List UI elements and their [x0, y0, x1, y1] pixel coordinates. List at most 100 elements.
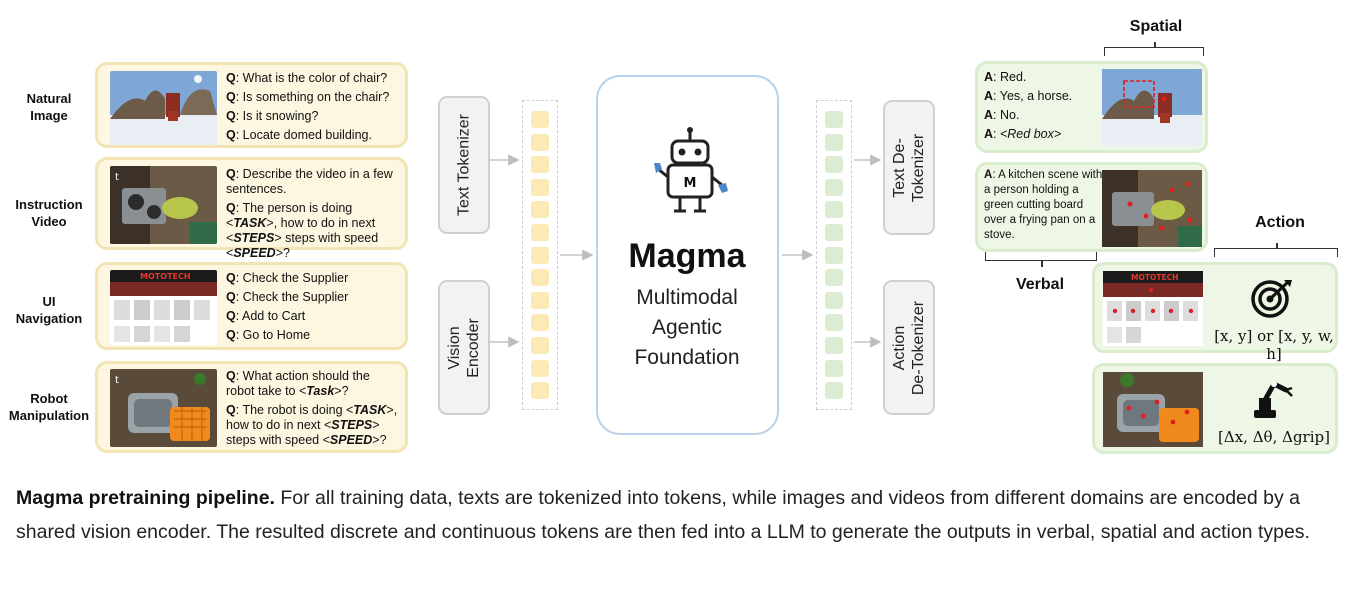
question: Q: Describe the video in a few sentences…	[226, 167, 401, 197]
question-part: : The robot is doing <	[235, 403, 354, 417]
question-part: >?	[372, 433, 387, 447]
robot-icon: M	[654, 127, 728, 213]
question-part: > steps with speed <	[226, 231, 379, 260]
input-token-column	[522, 100, 558, 410]
svg-text:t: t	[115, 375, 119, 386]
question-part: > steps with speed <	[226, 418, 380, 447]
token-square	[825, 224, 843, 241]
answer: A: Red.	[984, 70, 1027, 84]
question: Q: Add to Cart	[226, 309, 306, 323]
input-box-natural-image: Q: What is the color of chair? Q: Is som…	[95, 62, 408, 148]
question-part: STEPS	[233, 231, 275, 245]
ui-action-thumbnail: MOTOTECH	[1103, 271, 1203, 346]
action-title: Action	[1255, 214, 1305, 231]
token-square	[825, 269, 843, 287]
token-square	[531, 314, 549, 332]
question-part: Task	[306, 384, 335, 398]
output-box-verbal: A: A kitchen scene with a person holding…	[975, 162, 1208, 252]
token-square	[825, 359, 843, 377]
token-square	[825, 291, 843, 309]
question-part: >?	[334, 384, 349, 398]
question-part: : What action should the robot take to <	[226, 369, 370, 398]
question-part: >, how to do in next <	[226, 403, 398, 432]
question: Q: Is it snowing?	[226, 109, 319, 123]
question-part: : Describe the video in a few sentences.	[226, 167, 393, 196]
spatial-bracket	[1104, 42, 1204, 56]
input-box-ui-navigation: MOTOTECH Q: Check the Supplier Q: Check …	[95, 262, 408, 350]
token-square	[531, 246, 549, 264]
question: Q: The person is doing <TASK>, how to do…	[226, 201, 401, 261]
instruction-video-thumbnail: t	[110, 166, 217, 244]
magma-core-box: M Magma Multimodal Agentic Foundation	[596, 75, 779, 435]
verbal-title: Verbal	[1015, 276, 1065, 293]
text-tokenizer-box: Text Tokenizer	[438, 96, 490, 234]
robot-arm-icon	[1254, 381, 1293, 418]
question-part: Q	[226, 369, 236, 383]
flow-arrows	[490, 154, 882, 348]
ui-navigation-thumbnail: MOTOTECH	[110, 270, 217, 345]
question-part: Q	[226, 403, 236, 417]
token-square	[531, 382, 549, 400]
output-box-robot-action: [Δx, Δθ, Δgrip]	[1092, 363, 1338, 454]
core-subtitle: Multimodal Agentic Foundation	[634, 286, 740, 369]
output-box-spatial: A: Red. A: Yes, a horse. A: No. A: <Red …	[975, 61, 1208, 153]
token-square	[531, 178, 549, 196]
robot-manipulation-thumbnail: t	[110, 369, 217, 447]
question-part: TASK	[233, 216, 267, 230]
natural-image-thumbnail	[110, 71, 217, 145]
token-square	[531, 291, 549, 309]
question: Q: Is something on the chair?	[226, 90, 390, 104]
answer: A: No.	[984, 108, 1020, 122]
token-square	[531, 133, 549, 151]
output-box-ui-action: MOTOTECH [x, y] or [x, y, w, h]	[1092, 262, 1338, 363]
token-square	[825, 133, 843, 151]
token-square	[531, 269, 549, 287]
target-icon	[1251, 280, 1292, 318]
ui-navigation-questions: Q: Check the Supplier Q: Check the Suppl…	[226, 269, 401, 345]
action-bracket	[1214, 243, 1338, 257]
svg-text:M: M	[684, 176, 697, 191]
question: Q: Check the Supplier	[226, 290, 349, 304]
svg-text:MOTOTECH: MOTOTECH	[140, 272, 191, 281]
spatial-title: Spatial	[1129, 18, 1183, 35]
ui-action-format: [x, y] or [x, y, w, h]	[1214, 327, 1334, 363]
question: Q: The robot is doing <TASK>, how to do …	[226, 403, 401, 448]
output-token-column	[816, 100, 852, 410]
svg-text:t: t	[115, 172, 119, 183]
question-part: Q	[226, 167, 236, 181]
token-square	[825, 382, 843, 400]
question-part: SPEED	[233, 246, 276, 260]
natural-image-questions: Q: What is the color of chair? Q: Is som…	[226, 69, 401, 145]
instruction-video-questions: Q: Describe the video in a few sentences…	[226, 167, 401, 265]
token-square	[825, 156, 843, 174]
spatial-answers: A: Red. A: Yes, a horse. A: No. A: <Red …	[984, 68, 1072, 144]
token-square	[531, 111, 549, 128]
core-title: Magma	[628, 237, 746, 275]
answer: A: <Red box>	[984, 127, 1062, 141]
question: Q: What is the color of chair?	[226, 71, 388, 85]
robot-action-format: [Δx, Δθ, Δgrip]	[1218, 428, 1330, 446]
token-square	[531, 224, 549, 241]
text-detokenizer-box: Text De-Tokenizer	[883, 100, 935, 235]
robot-manipulation-questions: Q: What action should the robot take to …	[226, 369, 401, 452]
token-square	[825, 314, 843, 332]
token-square	[531, 337, 549, 354]
question-part: SPEED	[329, 433, 373, 447]
verbal-output-thumbnail	[1102, 170, 1202, 247]
verbal-answer: A: A kitchen scene with a person holding…	[984, 169, 1103, 241]
svg-text:MOTOTECH: MOTOTECH	[1131, 273, 1178, 282]
question-part: : The person is doing <	[226, 201, 353, 230]
token-square	[825, 337, 843, 354]
question-part: TASK	[353, 403, 387, 417]
answer: A: Yes, a horse.	[984, 89, 1073, 103]
question: Q: Locate domed building.	[226, 128, 372, 142]
question: Q: Check the Supplier	[226, 271, 349, 285]
token-square	[825, 246, 843, 264]
question: Q: Go to Home	[226, 328, 311, 342]
token-square	[825, 178, 843, 196]
caption-bold: Magma pretraining pipeline.	[16, 487, 275, 509]
